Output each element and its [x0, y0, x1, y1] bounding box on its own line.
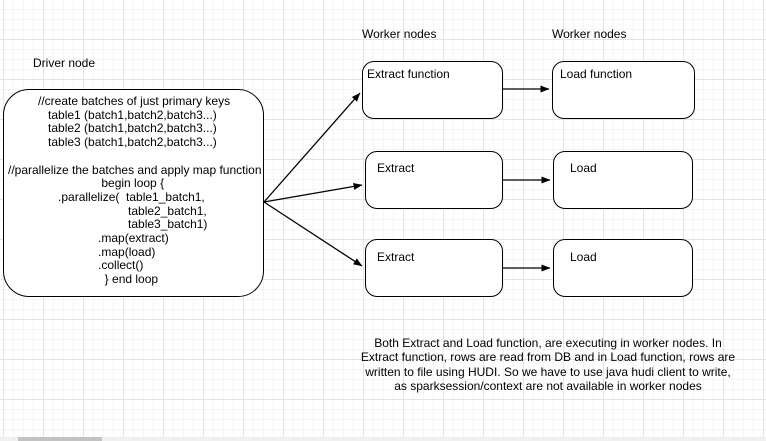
connector-driver-to-extract1[interactable]	[263, 92, 361, 203]
load-node-2[interactable]: Load	[553, 151, 693, 209]
annotation-note[interactable]: Both Extract and Load function, are exec…	[360, 336, 736, 393]
load-function-node-label: Load function	[560, 67, 633, 81]
extract-function-node-label: Extract function	[367, 67, 450, 81]
connector-driver-to-extract3[interactable]	[263, 201, 363, 267]
worker-nodes-label-extract-column[interactable]: Worker nodes	[362, 27, 437, 41]
load-node-3-label: Load	[570, 250, 597, 264]
load-node-2-label: Load	[570, 161, 597, 175]
extract-node-2-label: Extract	[377, 161, 415, 175]
horizontal-scrollbar-thumb[interactable]	[18, 437, 102, 441]
driver-node-label[interactable]: Driver node	[33, 56, 96, 70]
worker-nodes-label-load-column[interactable]: Worker nodes	[552, 27, 627, 41]
load-node-3[interactable]: Load	[553, 239, 693, 297]
connector-driver-to-extract2[interactable]	[263, 183, 363, 203]
extract-function-node[interactable]: Extract function	[362, 61, 503, 119]
horizontal-scrollbar-track[interactable]	[0, 437, 766, 441]
driver-node-shape[interactable]	[3, 89, 264, 297]
extract-node-2[interactable]: Extract	[365, 151, 503, 209]
load-function-node[interactable]: Load function	[552, 61, 695, 119]
extract-node-3-label: Extract	[377, 250, 415, 264]
driver-code-text: //create batches of just primary keys ta…	[8, 94, 262, 287]
extract-node-3[interactable]: Extract	[365, 239, 503, 297]
